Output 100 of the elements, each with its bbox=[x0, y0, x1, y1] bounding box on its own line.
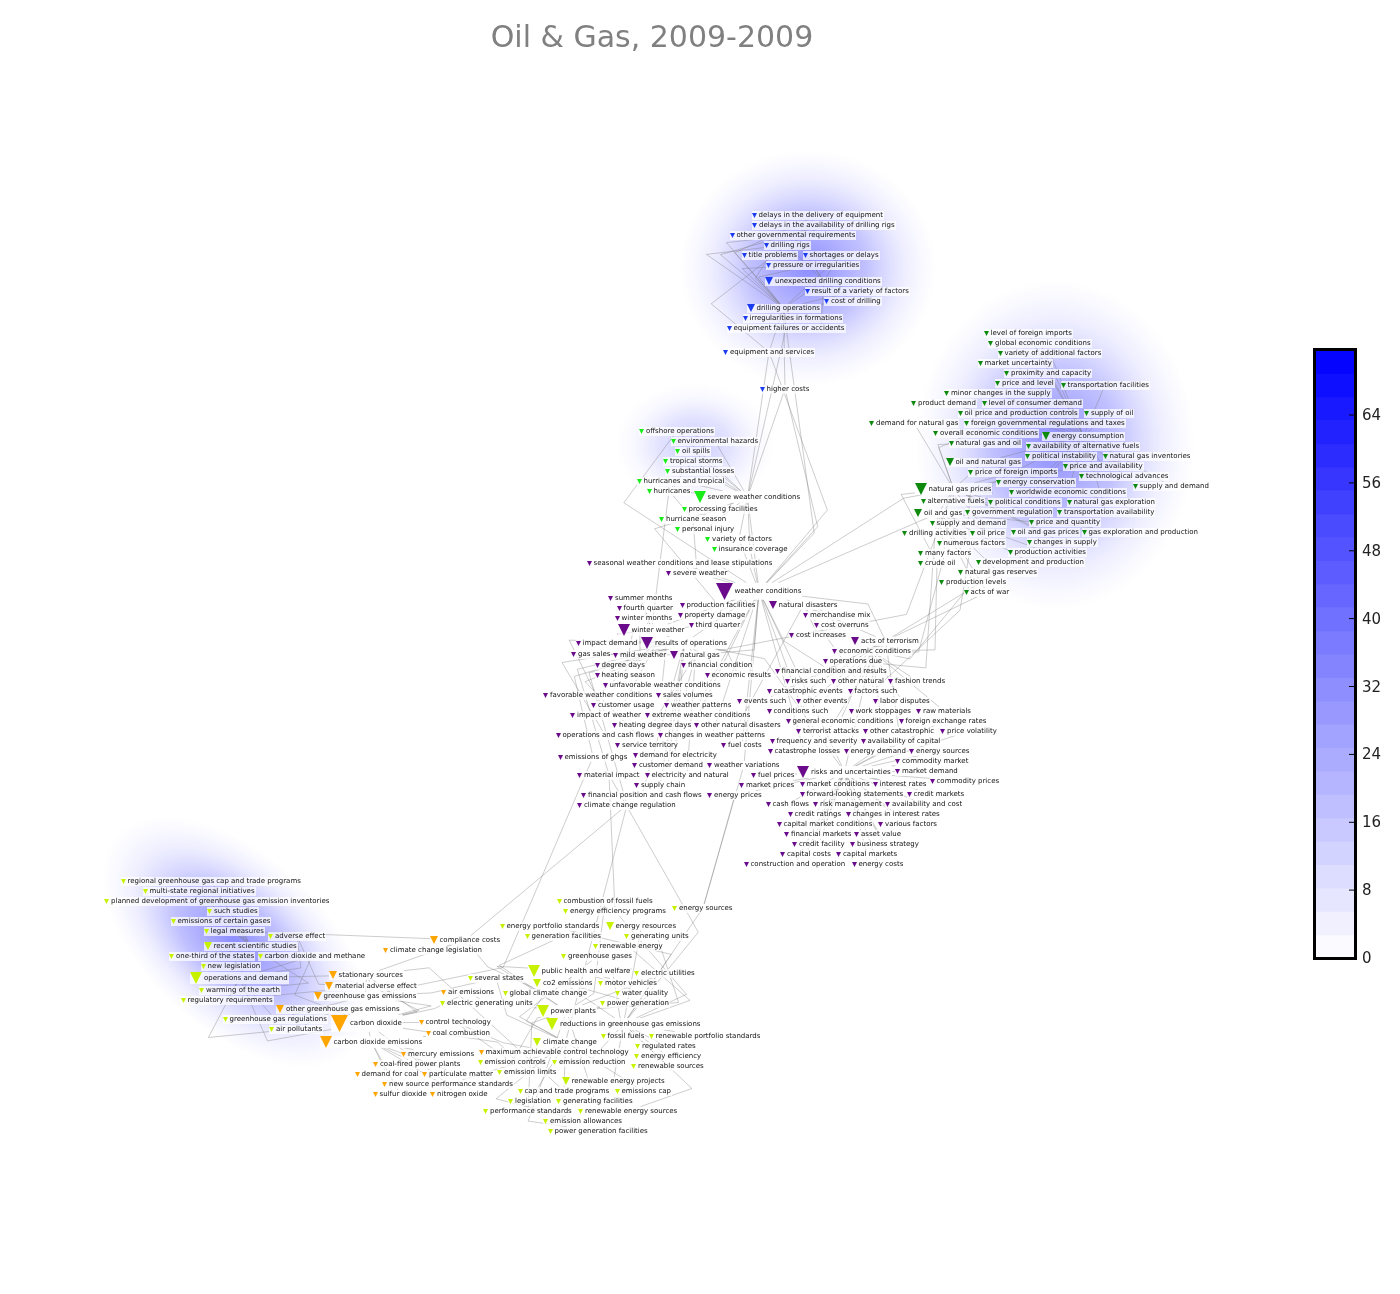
connector-line bbox=[288, 975, 329, 978]
graph-node bbox=[536, 1005, 597, 1017]
connector-line bbox=[685, 659, 695, 691]
colorbar-tick-label: 24 bbox=[1362, 745, 1382, 764]
connector-line bbox=[244, 983, 272, 1015]
connector-line bbox=[872, 655, 880, 707]
connector-line bbox=[770, 645, 877, 697]
connector-line bbox=[820, 777, 843, 840]
connector-line bbox=[869, 777, 918, 790]
connector-line bbox=[275, 940, 302, 973]
graph-node bbox=[675, 446, 711, 456]
connector-line bbox=[1065, 440, 1079, 452]
connector-line bbox=[877, 645, 880, 647]
connector-line bbox=[859, 777, 914, 800]
connector-line bbox=[878, 655, 911, 677]
connector-line bbox=[791, 249, 820, 277]
connector-line bbox=[596, 976, 630, 989]
connector-line bbox=[228, 950, 234, 952]
connector-line bbox=[712, 577, 731, 583]
connector-line bbox=[305, 1013, 330, 1025]
connector-line bbox=[851, 777, 903, 820]
connector-line bbox=[845, 777, 867, 850]
connector-line bbox=[707, 475, 737, 492]
connector-line bbox=[754, 259, 780, 304]
connector-line bbox=[702, 445, 706, 447]
connector-line bbox=[937, 443, 952, 484]
graph-node bbox=[914, 508, 964, 518]
connector-line bbox=[846, 777, 877, 860]
connector-line bbox=[710, 502, 740, 525]
connector-line bbox=[938, 517, 945, 549]
connector-line bbox=[273, 990, 326, 996]
connector-line bbox=[974, 476, 998, 484]
colorbar-tick-label: 0 bbox=[1362, 949, 1372, 967]
connector-line bbox=[470, 809, 622, 936]
connector-line bbox=[660, 648, 684, 781]
connector-line bbox=[891, 775, 930, 779]
connector-line bbox=[1029, 387, 1079, 432]
colorbar-tick-label: 32 bbox=[1362, 677, 1382, 696]
connector-line bbox=[447, 944, 452, 946]
connector-line bbox=[847, 777, 883, 840]
connector-line bbox=[592, 1029, 619, 1058]
connector-line bbox=[1087, 440, 1120, 472]
connector-line bbox=[959, 466, 979, 484]
connector-line bbox=[911, 567, 938, 651]
connector-line bbox=[404, 1047, 414, 1050]
connector-line bbox=[368, 979, 370, 982]
connector-line bbox=[692, 567, 736, 583]
connector-line bbox=[935, 517, 939, 529]
connector-line bbox=[603, 976, 611, 979]
connector-line bbox=[423, 1036, 426, 1037]
connector-line bbox=[838, 285, 843, 287]
graph-node bbox=[970, 528, 1006, 538]
connector-line bbox=[1038, 434, 1043, 436]
connector-line bbox=[703, 502, 733, 515]
connector-line bbox=[368, 1031, 371, 1037]
connector-line bbox=[797, 777, 842, 860]
colorbar-tick-label: 64 bbox=[1362, 406, 1382, 424]
graph-node bbox=[641, 637, 728, 649]
connector-line bbox=[807, 777, 843, 850]
connector-line bbox=[794, 229, 817, 241]
connector-line bbox=[674, 485, 676, 487]
connector-line bbox=[803, 655, 867, 707]
connector-line bbox=[1040, 440, 1080, 478]
connector-line bbox=[631, 1029, 663, 1052]
connector-line bbox=[1038, 407, 1077, 432]
connector-line bbox=[720, 599, 743, 611]
connector-line bbox=[672, 495, 690, 515]
colorbar-tick-label: 40 bbox=[1362, 609, 1382, 628]
connector-line bbox=[1086, 440, 1101, 462]
connector-line bbox=[793, 777, 810, 781]
connector-line bbox=[758, 269, 794, 304]
connector-line bbox=[1088, 417, 1105, 432]
connector-line bbox=[1082, 440, 1084, 442]
connector-line bbox=[791, 219, 814, 241]
connector-line bbox=[377, 1031, 443, 1080]
connector-line bbox=[749, 393, 784, 492]
connector-line bbox=[802, 295, 838, 304]
connector-line bbox=[219, 905, 248, 942]
connector-line bbox=[811, 645, 879, 687]
connector-line bbox=[891, 765, 897, 767]
connector-line bbox=[402, 1022, 419, 1023]
connector-line bbox=[829, 285, 847, 297]
connector-line bbox=[235, 950, 247, 962]
graph-node bbox=[715, 582, 803, 600]
connector-line bbox=[241, 950, 250, 973]
connector-line bbox=[667, 599, 736, 625]
graph-node bbox=[797, 766, 892, 778]
connector-line bbox=[663, 1029, 675, 1032]
connector-line bbox=[634, 1029, 658, 1042]
connector-line bbox=[750, 553, 758, 583]
connector-line bbox=[871, 777, 880, 780]
graph-node bbox=[914, 483, 993, 495]
connector-line bbox=[940, 494, 951, 509]
connector-line bbox=[967, 490, 993, 519]
connector-line bbox=[811, 609, 834, 621]
connector-line bbox=[692, 599, 748, 638]
chart-title: Oil & Gas, 2009-2009 bbox=[489, 18, 815, 56]
graph-node bbox=[190, 972, 289, 984]
connector-line bbox=[646, 622, 649, 625]
connector-line bbox=[699, 485, 723, 492]
